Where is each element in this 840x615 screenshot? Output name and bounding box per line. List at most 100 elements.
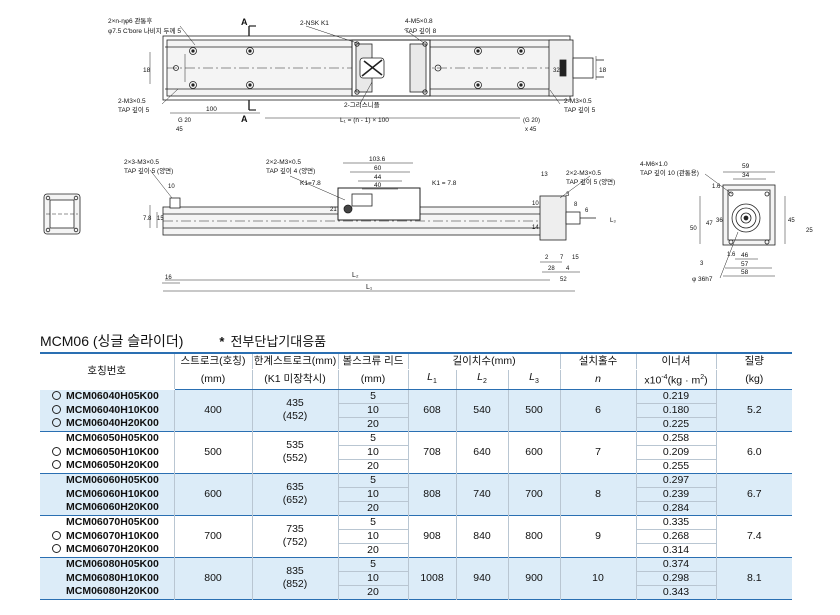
lead-cell: 5 bbox=[338, 430, 409, 446]
dim-7-8: 7.8 bbox=[143, 216, 152, 222]
spec-table: 호칭번호 스트로크(호칭) 한계스트로크(mm) 볼스크류 리드 길이치수(mm… bbox=[40, 352, 793, 600]
table-row: MCM06080H20K00 20 0.343 bbox=[40, 584, 792, 600]
dim-1-6: 1.6 bbox=[712, 184, 721, 190]
label-l3: L₃ bbox=[610, 218, 616, 224]
dim-10: 10 bbox=[168, 184, 175, 190]
holes-cell: 9 bbox=[560, 514, 637, 558]
group-500: MCM06050H05K00 500 535(552) 5 708 640 60… bbox=[40, 430, 793, 474]
callout-tap5-both: TAP 깊이 5 (양면) bbox=[124, 166, 173, 175]
model-cell: MCM06060H20K00 bbox=[40, 501, 175, 516]
dim-g20: G 20 bbox=[178, 118, 192, 124]
header-holes: 설치홀수 bbox=[560, 353, 637, 370]
technical-drawings: 2×n-ηφ6 관통후 φ7.5 C'bore 나비지 두께 5 A A 2-N… bbox=[43, 16, 813, 292]
callout-nsk: 2-NSK K1 bbox=[300, 20, 329, 27]
dim-10b: 10 bbox=[532, 201, 539, 207]
dim-21: 21 bbox=[330, 207, 337, 213]
header-mass-unit: (kg) bbox=[716, 369, 793, 390]
table-row: MCM06080H10K00 10 0.298 bbox=[40, 570, 792, 586]
model-cell: MCM06070H10K00 bbox=[40, 529, 175, 544]
callout-m3x2-right: 2×2-M3×0.5 bbox=[566, 170, 601, 177]
dim-6: 6 bbox=[585, 208, 589, 214]
model-cell: MCM06060H10K00 bbox=[40, 487, 175, 502]
lead-cell: 10 bbox=[338, 486, 409, 502]
header-l3: L3 bbox=[508, 369, 561, 390]
stroke-cell: 400 bbox=[174, 388, 253, 432]
dim-45b: 45 bbox=[788, 218, 795, 224]
callout-cbore-2: φ7.5 C'bore 나비지 두께 5 bbox=[108, 26, 181, 35]
section-view bbox=[43, 193, 81, 235]
dim-14: 14 bbox=[532, 225, 539, 231]
dim-15: 15 bbox=[157, 216, 164, 222]
holes-cell: 10 bbox=[560, 556, 637, 600]
top-view: 2×n-ηφ6 관통후 φ7.5 C'bore 나비지 두께 5 A A 2-N… bbox=[108, 16, 607, 133]
l2-cell: 940 bbox=[456, 556, 509, 600]
dim-40: 40 bbox=[374, 182, 382, 189]
table-row: MCM06070H05K00 700 735(752) 5 908 840 80… bbox=[40, 514, 793, 558]
inertia-cell: 0.180 bbox=[636, 402, 717, 418]
header-lead: 볼스크류 리드 bbox=[338, 353, 409, 370]
lead-cell: 20 bbox=[338, 416, 409, 432]
l1-cell: 1008 bbox=[408, 556, 457, 600]
callout-cbore-1: 2×n-ηφ6 관통후 bbox=[108, 16, 152, 25]
lead-cell: 20 bbox=[338, 458, 409, 474]
dim-60: 60 bbox=[374, 165, 382, 172]
mass-cell: 6.7 bbox=[716, 472, 793, 516]
header-mass: 질량 bbox=[716, 353, 793, 370]
callout-tap5-left: TAP 깊이 5 bbox=[118, 105, 150, 114]
table-row: MCM06050H05K00 500 535(552) 5 708 640 60… bbox=[40, 430, 793, 474]
header-stroke-unit: (mm) bbox=[174, 369, 253, 390]
inertia-cell: 0.343 bbox=[636, 584, 717, 600]
header-l1: L1 bbox=[408, 369, 457, 390]
note-star: * bbox=[219, 334, 225, 349]
l2-cell: 840 bbox=[456, 514, 509, 558]
stock-circle-icon bbox=[52, 404, 61, 414]
l3-cell: 800 bbox=[508, 514, 561, 558]
limit-cell: 835(852) bbox=[252, 556, 339, 600]
model-cell: MCM06040H10K00 bbox=[40, 403, 175, 418]
callout-m3-left: 2-M3×0.5 bbox=[118, 98, 146, 105]
stroke-cell: 500 bbox=[174, 430, 253, 474]
inertia-cell: 0.239 bbox=[636, 486, 717, 502]
inertia-cell: 0.268 bbox=[636, 528, 717, 544]
header-length: 길이치수(mm) bbox=[408, 353, 561, 370]
stock-circle-icon bbox=[52, 390, 61, 400]
dim-45: 45 bbox=[176, 127, 183, 133]
header-model: 호칭번호 bbox=[40, 353, 175, 390]
lead-cell: 5 bbox=[338, 514, 409, 530]
dim-44: 44 bbox=[374, 174, 382, 181]
lead-cell: 10 bbox=[338, 570, 409, 586]
inertia-cell: 0.374 bbox=[636, 556, 717, 572]
stock-circle-icon bbox=[52, 418, 61, 428]
lead-cell: 10 bbox=[338, 402, 409, 418]
holes-cell: 8 bbox=[560, 472, 637, 516]
dim-100: 100 bbox=[206, 106, 217, 113]
model-cell: MCM06050H10K00 bbox=[40, 445, 175, 460]
mass-cell: 6.0 bbox=[716, 430, 793, 474]
header-l2: L2 bbox=[456, 369, 509, 390]
header-row-1: 호칭번호 스트로크(호칭) 한계스트로크(mm) 볼스크류 리드 길이치수(mm… bbox=[40, 353, 793, 390]
holes-cell: 7 bbox=[560, 430, 637, 474]
dim-3b: 3 bbox=[700, 261, 704, 267]
callout-m3-right: 2-M3×0.5 bbox=[564, 98, 592, 105]
dim-59: 59 bbox=[742, 163, 750, 170]
flange-view: 4-M6×1.0 TAP 깊이 10 (관통용) 59 34 1.6 1.6 5… bbox=[640, 161, 813, 283]
dim-47: 47 bbox=[706, 221, 713, 227]
lead-cell: 10 bbox=[338, 528, 409, 544]
limit-cell: 735(752) bbox=[252, 514, 339, 558]
callout-tap10: TAP 깊이 10 (관통용) bbox=[640, 168, 699, 177]
limit-cell: 535(552) bbox=[252, 430, 339, 474]
dim-g20-right: (G 20) bbox=[523, 118, 540, 124]
header-stroke: 스트로크(호칭) bbox=[174, 353, 253, 370]
dim-8: 8 bbox=[574, 202, 578, 208]
label-l2: L₂ bbox=[352, 272, 359, 279]
l3-cell: 600 bbox=[508, 430, 561, 474]
header-inertia: 이너셔 bbox=[636, 353, 717, 370]
dim-1-6b: 1.6 bbox=[727, 252, 736, 258]
callout-m3x2: 2×2-M3×0.5 bbox=[266, 159, 301, 166]
dim-58: 58 bbox=[741, 269, 749, 276]
lead-cell: 20 bbox=[338, 542, 409, 558]
model-cell: MCM06040H20K00 bbox=[40, 417, 175, 432]
header-holes-sym: n bbox=[560, 369, 637, 390]
table-row: MCM06040H10K00 10 0.180 bbox=[40, 402, 792, 418]
model-cell: MCM06070H20K00 bbox=[40, 543, 175, 558]
